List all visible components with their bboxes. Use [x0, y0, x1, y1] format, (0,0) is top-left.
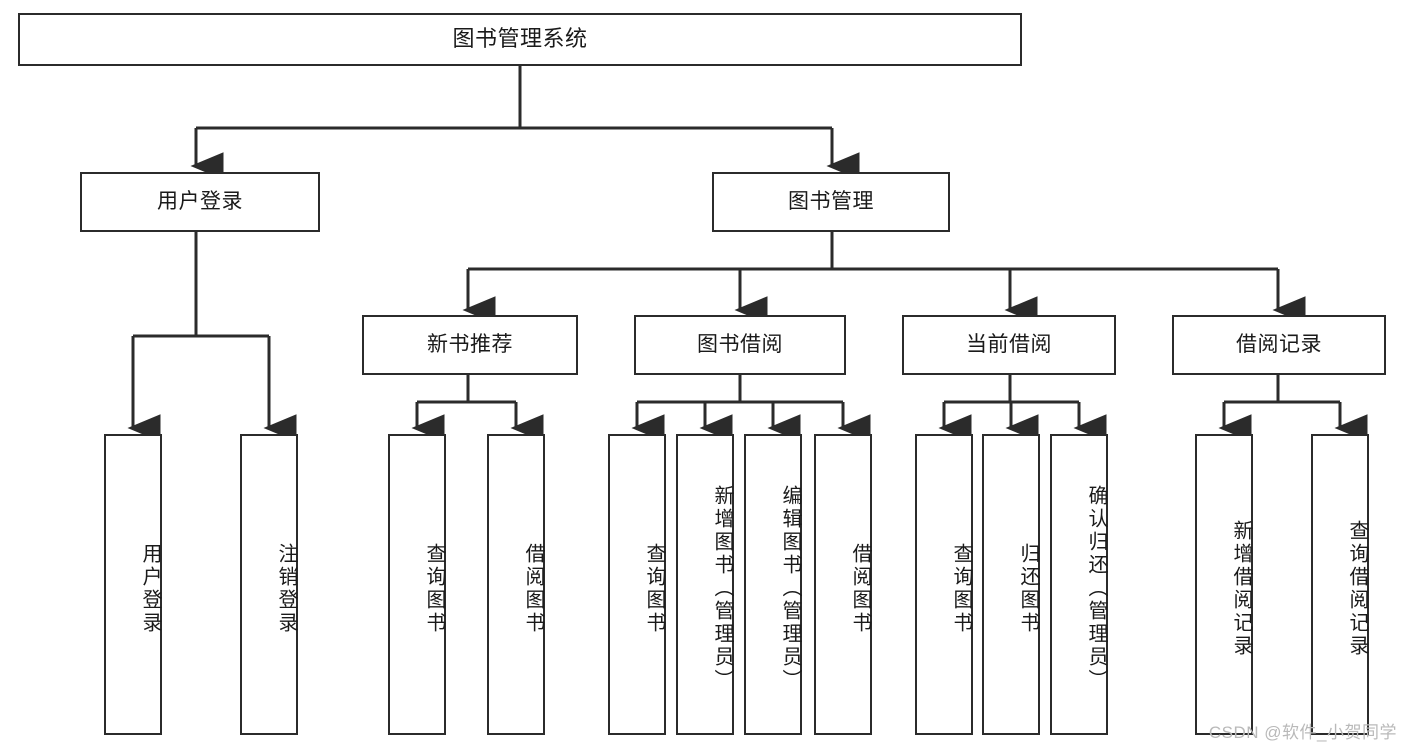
node-book-manage-label: 图书管理 — [788, 190, 874, 214]
node-new-book-recommend[interactable]: 新书推荐 — [362, 315, 578, 375]
node-leaf-add-book-label: 新增图书（管理员） — [711, 485, 733, 692]
node-book-borrow-label: 图书借阅 — [697, 333, 783, 357]
node-leaf-add-record-label: 新增借阅记录 — [1230, 519, 1252, 658]
node-current-borrow[interactable]: 当前借阅 — [902, 315, 1116, 375]
node-borrow-record-label: 借阅记录 — [1236, 333, 1322, 357]
node-user-login[interactable]: 用户登录 — [80, 172, 320, 232]
node-leaf-borrow-book-2[interactable]: 借阅图书 — [814, 434, 872, 735]
node-leaf-edit-book[interactable]: 编辑图书（管理员） — [744, 434, 802, 735]
node-leaf-add-record[interactable]: 新增借阅记录 — [1195, 434, 1253, 735]
node-new-book-recommend-label: 新书推荐 — [427, 333, 513, 357]
node-leaf-user-logout[interactable]: 注销登录 — [240, 434, 298, 735]
node-leaf-query-book-3[interactable]: 查询图书 — [915, 434, 973, 735]
node-leaf-query-book-2[interactable]: 查询图书 — [608, 434, 666, 735]
node-leaf-borrow-book-2-label: 借阅图书 — [849, 542, 871, 635]
node-leaf-return-book[interactable]: 归还图书 — [982, 434, 1040, 735]
node-user-login-label: 用户登录 — [157, 190, 243, 214]
node-leaf-borrow-book-1[interactable]: 借阅图书 — [487, 434, 545, 735]
node-root[interactable]: 图书管理系统 — [18, 13, 1022, 66]
node-root-label: 图书管理系统 — [452, 26, 588, 52]
node-leaf-confirm-return-label: 确认归还（管理员） — [1085, 485, 1107, 692]
node-book-borrow[interactable]: 图书借阅 — [634, 315, 846, 375]
node-leaf-query-book-3-label: 查询图书 — [950, 542, 972, 635]
node-book-manage[interactable]: 图书管理 — [712, 172, 950, 232]
node-leaf-confirm-return[interactable]: 确认归还（管理员） — [1050, 434, 1108, 735]
node-leaf-add-book[interactable]: 新增图书（管理员） — [676, 434, 734, 735]
node-leaf-query-record-label: 查询借阅记录 — [1346, 519, 1368, 658]
watermark: CSDN @软件_小贺同学 — [1208, 723, 1397, 742]
node-current-borrow-label: 当前借阅 — [966, 333, 1052, 357]
node-leaf-borrow-book-1-label: 借阅图书 — [522, 542, 544, 635]
node-borrow-record[interactable]: 借阅记录 — [1172, 315, 1386, 375]
node-leaf-edit-book-label: 编辑图书（管理员） — [779, 485, 801, 692]
node-leaf-query-book-2-label: 查询图书 — [643, 542, 665, 635]
node-leaf-user-login[interactable]: 用户登录 — [104, 434, 162, 735]
node-leaf-query-record[interactable]: 查询借阅记录 — [1311, 434, 1369, 735]
node-leaf-return-book-label: 归还图书 — [1017, 542, 1039, 635]
node-leaf-user-login-label: 用户登录 — [139, 542, 161, 635]
node-leaf-user-logout-label: 注销登录 — [275, 542, 297, 635]
node-leaf-query-book-1-label: 查询图书 — [423, 542, 445, 635]
node-leaf-query-book-1[interactable]: 查询图书 — [388, 434, 446, 735]
